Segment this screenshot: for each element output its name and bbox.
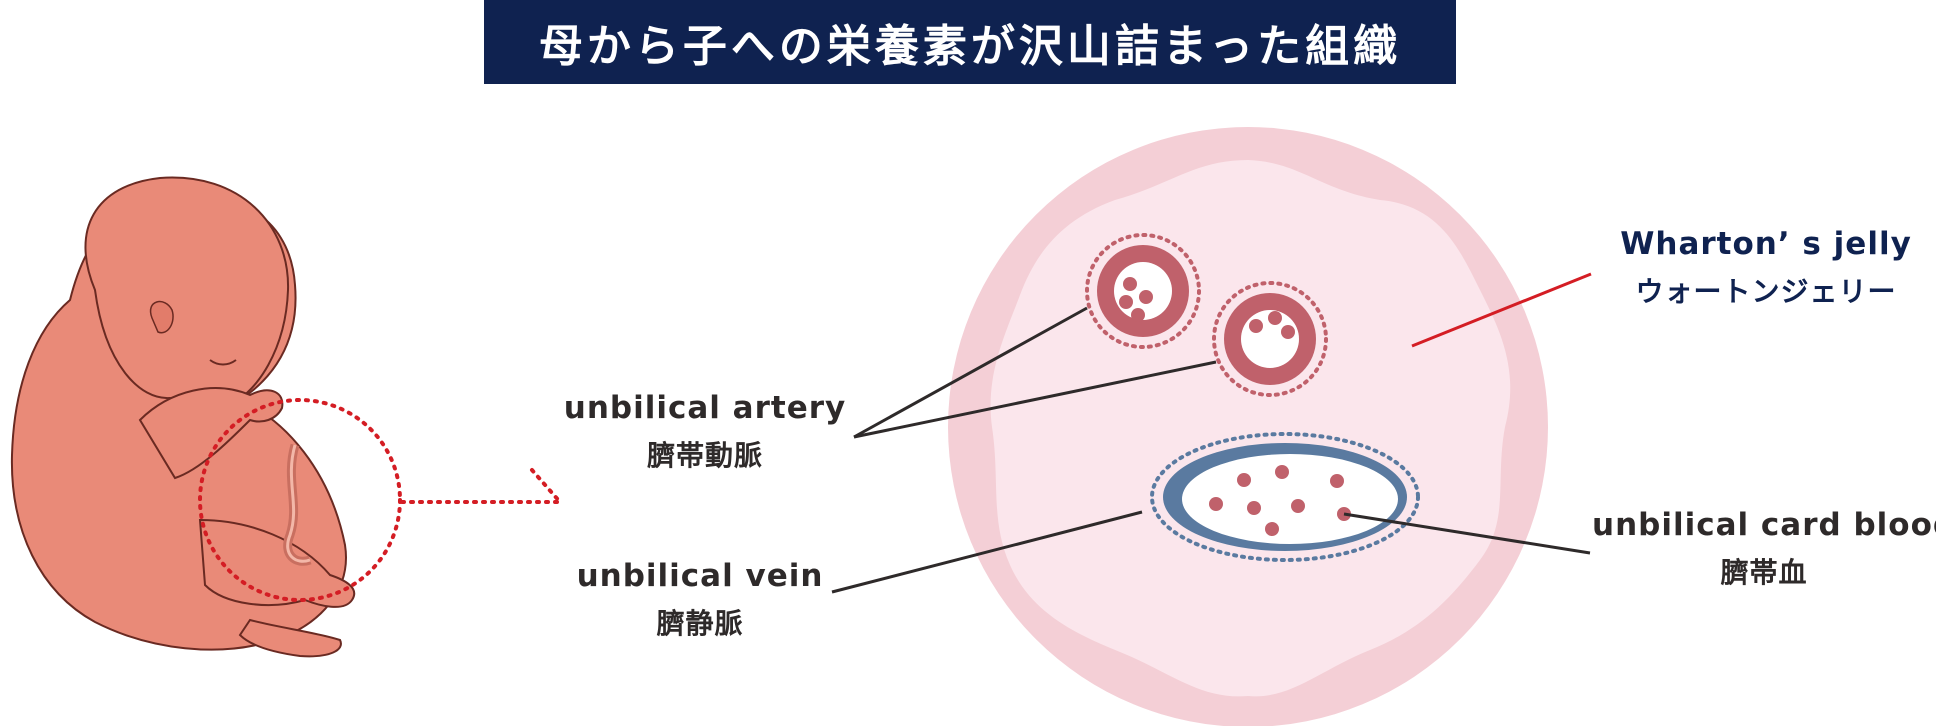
blood-label-ja: 臍帯血 (1720, 556, 1808, 589)
label-artery: unbilical artery 臍帯動脈 (560, 384, 850, 480)
artery-label-en: unbilical artery (563, 390, 847, 426)
leader-lines (831, 272, 1592, 594)
label-wharton-jelly: Wharton’ s jelly ウォートンジェリー (1596, 220, 1936, 316)
vein-label-ja: 臍静脈 (656, 607, 744, 640)
jelly-label-ja: ウォートンジェリー (1635, 275, 1897, 308)
fetus-illustration (10, 176, 356, 658)
vein-label-en: unbilical vein (576, 558, 824, 594)
label-cord-blood: unbilical card blood 臍帯血 (1592, 501, 1936, 597)
artery-1 (1085, 233, 1201, 349)
banner-title: 母から子への栄養素が沢山詰まった組織 (538, 21, 1402, 72)
dotted-arrow (400, 468, 562, 504)
artery-2 (1212, 281, 1328, 397)
cross-section-diagram (948, 127, 1548, 726)
zoom-circle (198, 398, 402, 602)
title-banner: 母から子への栄養素が沢山詰まった組織 (484, 0, 1456, 84)
vein (1150, 432, 1420, 562)
jelly-label-en: Wharton’ s jelly (1620, 226, 1912, 262)
label-vein: unbilical vein 臍静脈 (565, 552, 835, 648)
artery-label-ja: 臍帯動脈 (646, 439, 763, 472)
blood-label-en: unbilical card blood (1592, 507, 1936, 543)
